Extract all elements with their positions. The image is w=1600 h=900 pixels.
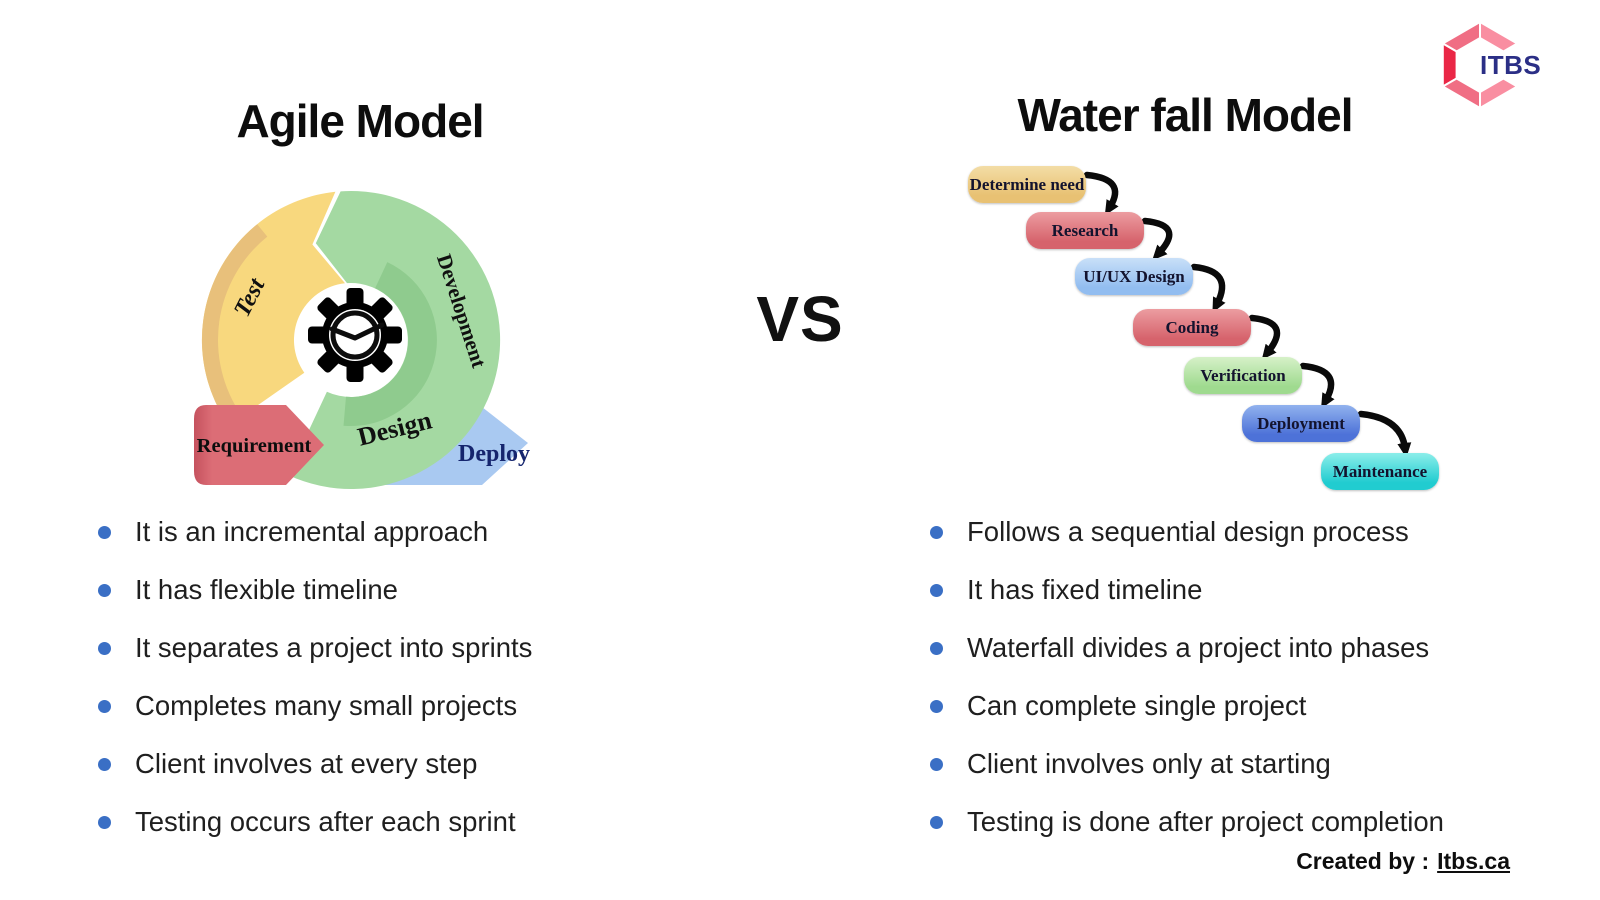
hexagon-c-icon (1440, 20, 1520, 110)
bullet-dot (930, 641, 943, 655)
list-item: Can complete single project (930, 677, 1580, 735)
agile-model-title: Agile Model (236, 95, 484, 147)
list-item-text: Waterfall divides a project into phases (967, 632, 1430, 663)
waterfall-step-verification: Verification (1184, 357, 1302, 394)
waterfall-step-deployment: Deployment (1242, 405, 1360, 442)
bullet-dot (930, 699, 943, 713)
list-item: It separates a project into sprints (98, 619, 738, 677)
bullet-dot (930, 583, 943, 597)
waterfall-step-ui-ux-design: UI/UX Design (1075, 258, 1193, 295)
cascade-arrow (1248, 314, 1281, 360)
cascade-arrow (1190, 263, 1226, 313)
footer-label: Created by : (1296, 848, 1430, 874)
list-item-text: Testing occurs after each sprint (135, 806, 516, 837)
development-segment (288, 191, 501, 490)
list-item: Client involves only at starting (930, 735, 1580, 793)
agile-points-list: It is an incremental approach It has flex… (98, 503, 738, 851)
footer-credit: Created by : Itbs.ca (1296, 848, 1510, 875)
waterfall-step-coding: Coding (1133, 309, 1251, 346)
list-item-text: Client involves at every step (135, 748, 478, 779)
list-item: Testing is done after project completion (930, 793, 1580, 851)
test-segment-rim (201, 224, 268, 426)
bullet-dot (930, 525, 943, 539)
bullet-dot (930, 815, 943, 829)
cascade-arrow (1357, 410, 1412, 458)
waterfall-step-research: Research (1026, 212, 1144, 249)
logo-wordmark: ITBS (1480, 50, 1542, 80)
footer-site-link[interactable]: Itbs.ca (1437, 848, 1510, 874)
bullet-dot (98, 525, 111, 539)
list-item: Follows a sequential design process (930, 503, 1580, 561)
gear-clock-icon (308, 288, 402, 382)
list-item-text: It has fixed timeline (967, 574, 1203, 605)
cascade-arrow (1083, 171, 1119, 216)
bullet-dot (98, 815, 111, 829)
deploy-label: Deploy (458, 441, 530, 467)
vs-label: VS (756, 283, 844, 355)
list-item-text: It is an incremental approach (135, 516, 489, 547)
development-segment-shade (343, 262, 437, 427)
list-item: Client involves at every step (98, 735, 738, 793)
list-item-text: It separates a project into sprints (135, 632, 533, 663)
requirement-banner (194, 405, 324, 485)
clock-hands (329, 322, 385, 341)
list-item: Waterfall divides a project into phases (930, 619, 1580, 677)
list-item: Testing occurs after each sprint (98, 793, 738, 851)
list-item: It has flexible timeline (98, 561, 738, 619)
bullet-dot (98, 583, 111, 597)
list-item-text: Follows a sequential design process (967, 516, 1409, 547)
itbs-logo (1440, 20, 1520, 110)
cascade-arrow (1299, 362, 1335, 409)
waterfall-model-title: Water fall Model (1017, 89, 1354, 141)
agile-cycle-diagram: Test Development Design Requirement Depl… (194, 191, 530, 490)
list-item-text: It has flexible timeline (135, 574, 398, 605)
list-item-text: Testing is done after project completion (967, 806, 1444, 837)
bullet-dot (930, 757, 943, 771)
bullet-dot (98, 757, 111, 771)
bullet-dot (98, 699, 111, 713)
waterfall-step-determine-need: Determine need (968, 166, 1086, 203)
waterfall-step-maintenance: Maintenance (1321, 453, 1439, 490)
list-item: It is an incremental approach (98, 503, 738, 561)
requirement-label: Requirement (197, 435, 312, 457)
waterfall-arrows (1083, 171, 1412, 458)
waterfall-points-list: Follows a sequential design process It ha… (930, 503, 1580, 851)
list-item: It has fixed timeline (930, 561, 1580, 619)
list-item-text: Can complete single project (967, 690, 1307, 721)
cascade-arrow (1141, 217, 1173, 261)
list-item-text: Completes many small projects (135, 690, 518, 721)
bullet-dot (98, 641, 111, 655)
list-item: Completes many small projects (98, 677, 738, 735)
list-item-text: Client involves only at starting (967, 748, 1331, 779)
